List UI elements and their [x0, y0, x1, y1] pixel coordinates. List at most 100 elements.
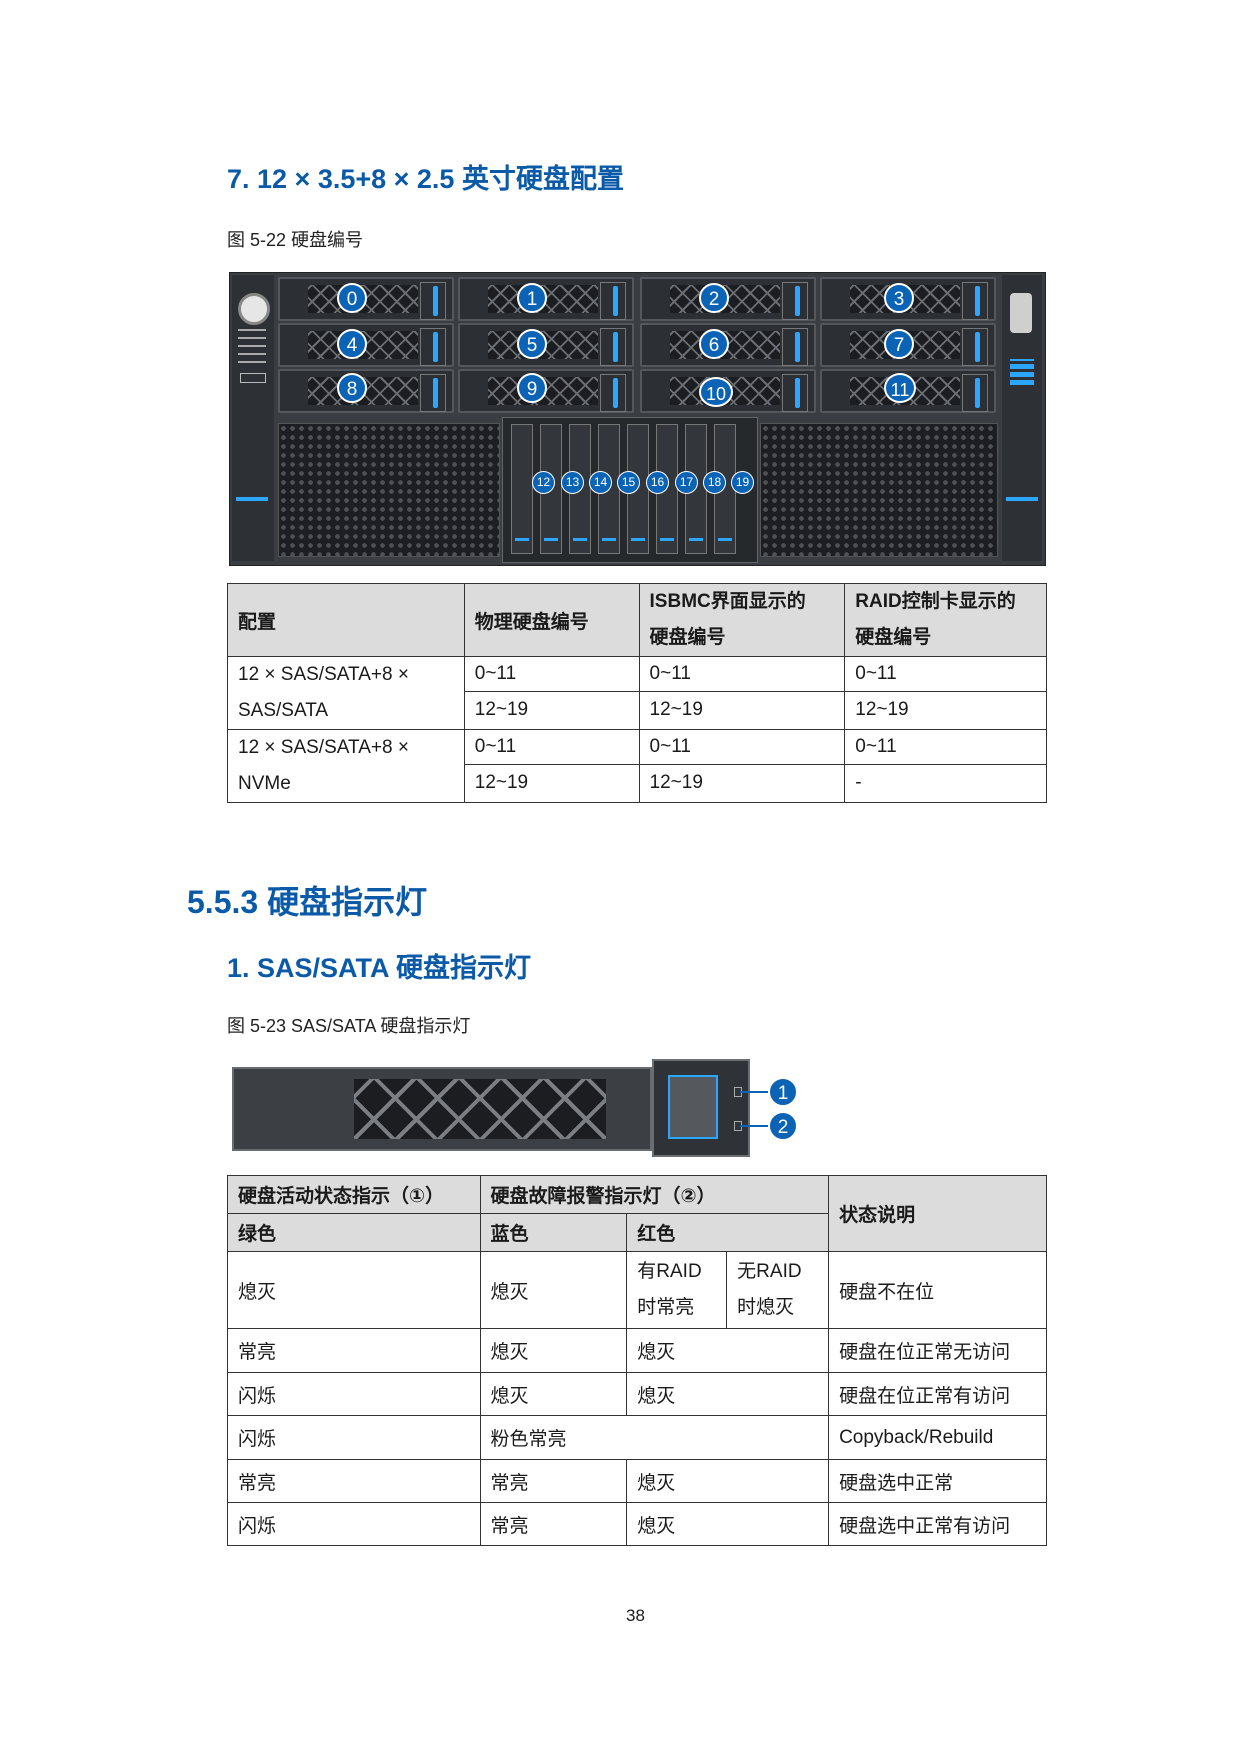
drive-number-badge: 9 [517, 373, 547, 403]
table-cell: 熄灭 [626, 1328, 830, 1373]
table-cell: 硬盘在位正常有访问 [828, 1372, 1047, 1416]
table-row: 12 × SAS/SATA+8 ×SAS/SATA 0~11 0~11 0~11 [227, 656, 1047, 730]
tray-body [232, 1067, 652, 1151]
drive-tray-figure: 1 2 [232, 1059, 798, 1157]
drive-number-badge: 15 [617, 471, 640, 494]
ventilation-grille [760, 423, 998, 557]
drive-bay [640, 277, 816, 321]
power-button-icon [238, 293, 270, 325]
header-isbmc: ISBMC界面显示的硬盘编号 [638, 583, 846, 657]
left-ear [232, 275, 274, 561]
table-cell: 熄灭 [626, 1502, 830, 1546]
callout-badge: 1 [768, 1077, 798, 1107]
drive-number-badge: 14 [589, 471, 612, 494]
table-cell: 熄灭 [479, 1328, 628, 1373]
table-cell: 硬盘不在位 [828, 1251, 1047, 1329]
table-cell: 硬盘在位正常无访问 [828, 1328, 1047, 1373]
sub-heading: 1. SAS/SATA 硬盘指示灯 [227, 953, 532, 983]
drive-number-badge: 1 [517, 283, 547, 313]
table-cell: 闪烁 [227, 1502, 481, 1546]
table-cell: 常亮 [227, 1459, 481, 1503]
led-status-table: 硬盘活动状态指示（①） 硬盘故障报警指示灯（②） 状态说明 绿色 蓝色 红色 熄… [227, 1175, 1047, 1546]
drive-number-badge: 19 [731, 471, 754, 494]
figure-caption: 图 5-23 SAS/SATA 硬盘指示灯 [227, 1016, 471, 1036]
drive-number-badge: 18 [703, 471, 726, 494]
header-green: 绿色 [227, 1213, 481, 1252]
usb-port-icon [240, 373, 266, 383]
section-heading: 7. 12 × 3.5+8 × 2.5 英寸硬盘配置 [227, 164, 624, 194]
vga-port-icon [1010, 293, 1032, 333]
table-cell: 熄灭 [626, 1372, 830, 1416]
drive-number-badge: 13 [561, 471, 584, 494]
table-cell: 熄灭 [479, 1372, 628, 1416]
header-physical: 物理硬盘编号 [463, 583, 640, 657]
ventilation-grille [278, 423, 500, 557]
slim-drive-bay [511, 424, 533, 554]
table-cell: 闪烁 [227, 1372, 481, 1416]
table-cell: 常亮 [479, 1459, 628, 1503]
drive-bay [458, 323, 634, 367]
table-cell: 常亮 [479, 1502, 628, 1546]
drive-number-badge: 16 [646, 471, 669, 494]
page-number: 38 [626, 1606, 645, 1625]
table-cell: 常亮 [227, 1328, 481, 1373]
drive-number-badge: 8 [337, 373, 367, 403]
table-cell: 熄灭 [479, 1251, 628, 1329]
drive-number-badge: 17 [675, 471, 698, 494]
table-row: 12~19 12~19 - [228, 763, 1047, 804]
table-cell: 粉色常亮 [479, 1415, 830, 1460]
header-fault: 硬盘故障报警指示灯（②） [479, 1175, 830, 1214]
drive-number-badge: 4 [337, 329, 367, 359]
header-red: 红色 [626, 1213, 830, 1252]
callout-line [740, 1125, 768, 1127]
config-cell: 12 × SAS/SATA+8 ×NVMe [227, 729, 465, 803]
config-cell: 12 × SAS/SATA+8 ×SAS/SATA [227, 656, 465, 730]
table-cell: Copyback/Rebuild [828, 1415, 1047, 1460]
table-cell: 12~19 [463, 763, 640, 804]
table-cell: 0~11 [638, 656, 846, 692]
header-activity: 硬盘活动状态指示（①） [227, 1175, 481, 1214]
status-icons [238, 329, 266, 369]
slim-bay-cage [502, 417, 758, 563]
drive-number-badge: 11 [884, 373, 916, 403]
callout-line [740, 1091, 768, 1093]
callout-badge: 2 [768, 1111, 798, 1141]
table-cell: 0~11 [844, 729, 1047, 765]
table-row: 常亮 常亮 熄灭 硬盘选中正常 [227, 1459, 1047, 1503]
drive-number-badge: 3 [884, 283, 914, 313]
table-cell: 0~11 [463, 729, 640, 765]
ear-led [236, 497, 268, 501]
usb-ports-icon [1010, 359, 1034, 385]
table-row: 常亮 熄灭 熄灭 硬盘在位正常无访问 [227, 1328, 1047, 1373]
header-blue: 蓝色 [479, 1213, 628, 1252]
table-cell: 12~19 [844, 690, 1047, 731]
table-row: 闪烁 熄灭 熄灭 硬盘在位正常有访问 [227, 1372, 1047, 1416]
drive-bay [820, 323, 996, 367]
drive-number-badge: 0 [337, 283, 367, 313]
drive-number-badge: 12 [532, 471, 555, 494]
table-cell: 0~11 [638, 729, 846, 765]
table-cell: 熄灭 [227, 1251, 481, 1329]
drive-number-badge: 6 [699, 329, 729, 359]
drive-number-badge: 5 [517, 329, 547, 359]
drive-number-badge: 10 [699, 377, 733, 407]
right-ear [1002, 275, 1042, 561]
table-cell: 0~11 [463, 656, 640, 692]
table-cell: 12~19 [638, 763, 846, 804]
table-cell: 0~11 [844, 656, 1047, 692]
handle-latch [668, 1075, 718, 1139]
table-row: 闪烁 常亮 熄灭 硬盘选中正常有访问 [227, 1502, 1047, 1546]
table-row: 12 × SAS/SATA+8 ×NVMe 0~11 0~11 0~11 [227, 729, 1047, 803]
server-front-figure: 0 1 2 3 4 5 6 7 8 9 10 11 12 13 14 15 16… [229, 272, 1046, 566]
drive-numbering-table: 配置 物理硬盘编号 ISBMC界面显示的硬盘编号 RAID控制卡显示的硬盘编号 … [227, 583, 1047, 804]
drive-bay [640, 323, 816, 367]
header-desc: 状态说明 [828, 1175, 1047, 1252]
header-raid: RAID控制卡显示的硬盘编号 [844, 583, 1047, 657]
drive-number-badge: 7 [884, 329, 914, 359]
table-cell: 闪烁 [227, 1415, 481, 1460]
table-cell: - [844, 763, 1047, 804]
table-row: 12~19 12~19 12~19 [228, 690, 1047, 731]
table-cell: 12~19 [463, 690, 640, 731]
